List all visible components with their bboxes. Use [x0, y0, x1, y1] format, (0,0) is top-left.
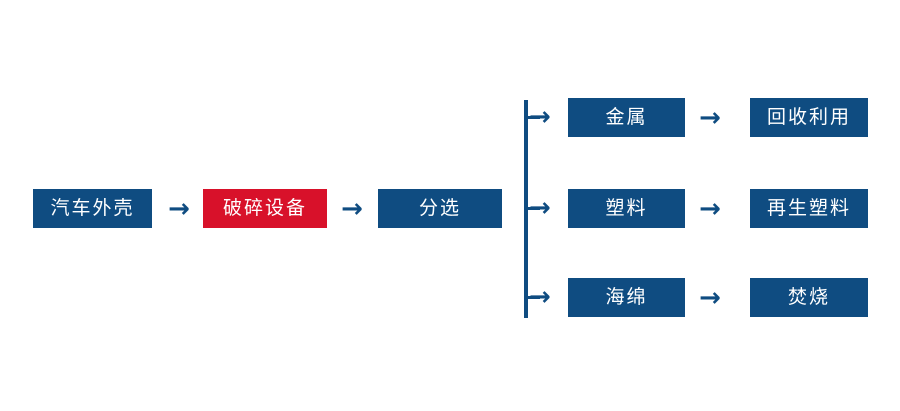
arrow-right-icon-branch-metal: →: [529, 102, 551, 132]
node-car-shell[interactable]: 汽车外壳: [33, 189, 152, 228]
node-sorting[interactable]: 分选: [378, 189, 502, 228]
node-incineration[interactable]: 焚烧: [750, 278, 868, 317]
node-recycle-reuse[interactable]: 回收利用: [750, 98, 868, 137]
arrow-right-icon-chain-1: →: [168, 193, 190, 224]
arrow-right-icon-branch-plastic: →: [529, 193, 551, 223]
node-plastic[interactable]: 塑料: [568, 189, 685, 228]
arrow-right-icon-metal-to-outcome: →: [699, 102, 721, 133]
node-metal[interactable]: 金属: [568, 98, 685, 137]
node-crusher[interactable]: 破碎设备: [203, 189, 327, 228]
node-regenerated-plastic[interactable]: 再生塑料: [750, 189, 868, 228]
branch-stem-sponge: [524, 296, 540, 299]
branch-stem-metal: [524, 116, 540, 119]
branch-stem-plastic: [524, 207, 540, 210]
arrow-right-icon-plastic-to-outcome: →: [699, 193, 721, 224]
arrow-right-icon-sponge-to-outcome: →: [699, 282, 721, 313]
node-sponge[interactable]: 海绵: [568, 278, 685, 317]
arrow-right-icon-chain-2: →: [341, 193, 363, 224]
arrow-right-icon-branch-sponge: →: [529, 282, 551, 312]
